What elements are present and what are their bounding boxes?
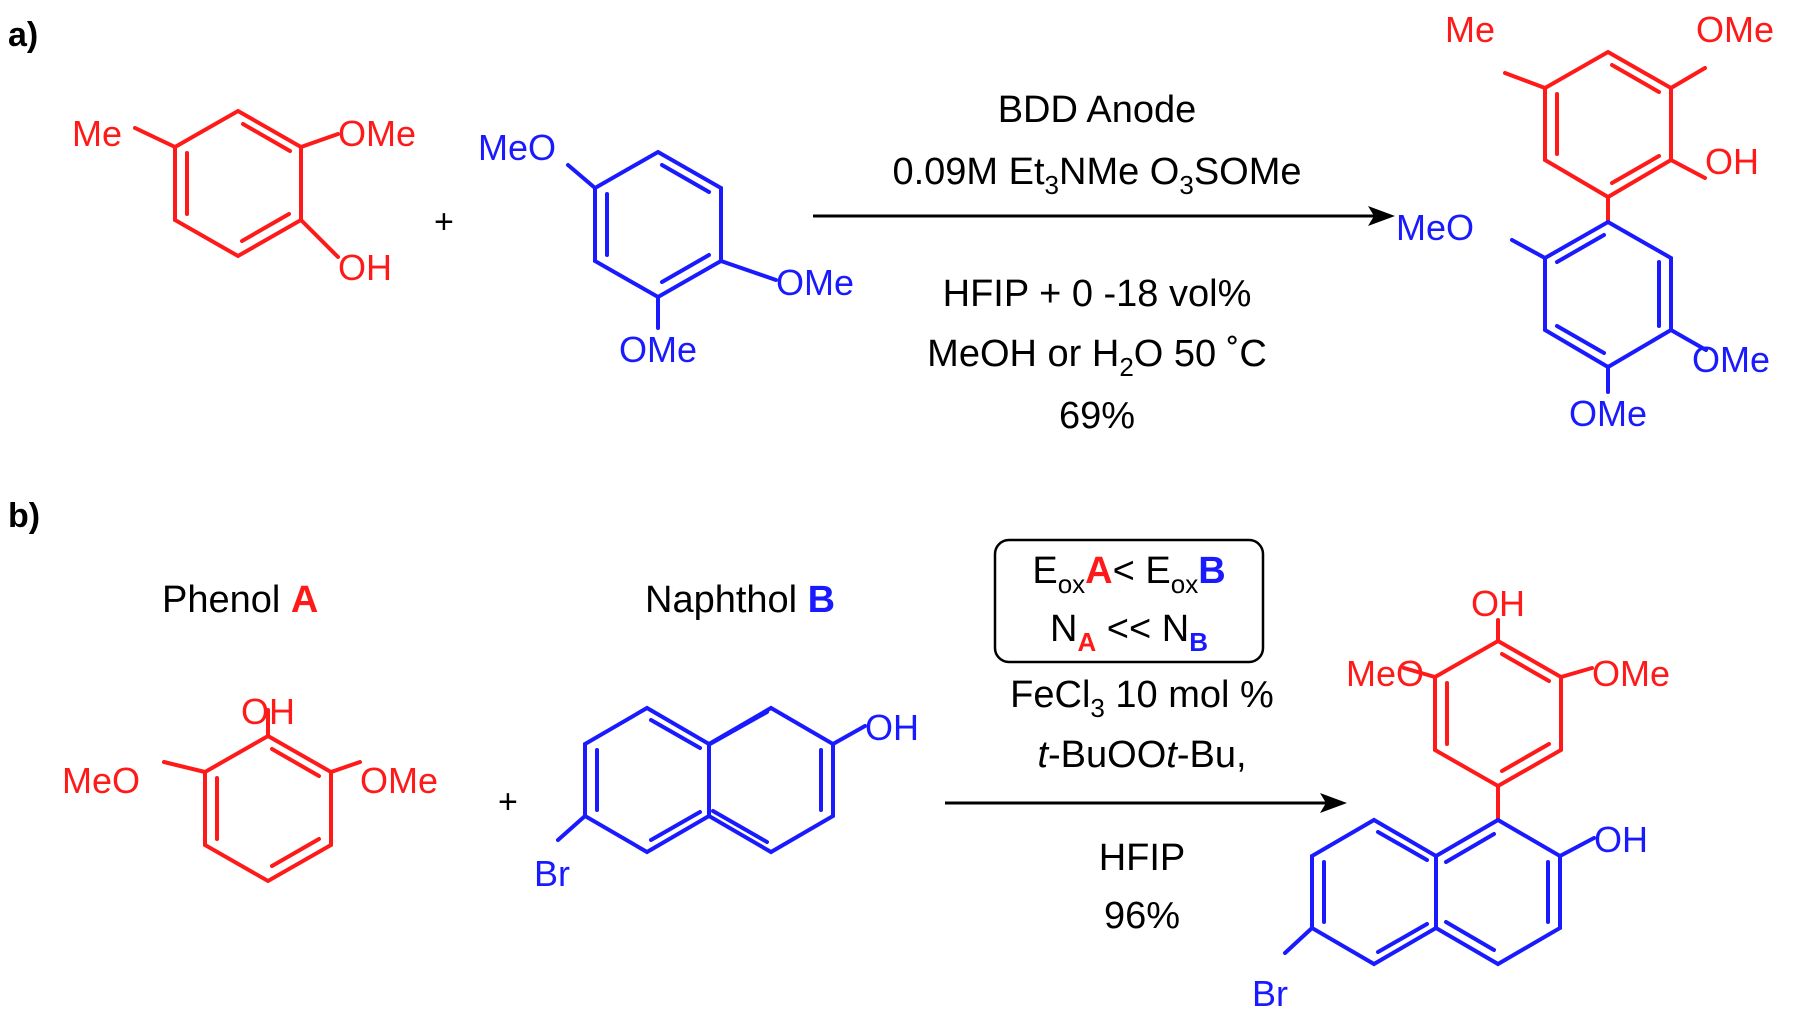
plus-b: + bbox=[498, 783, 518, 821]
product-a-ome-right: OMe bbox=[1692, 339, 1770, 380]
conditions-b-yield: 96% bbox=[1104, 895, 1180, 937]
product-b-oh: OH bbox=[1594, 819, 1648, 860]
reactant-a2-meo: MeO bbox=[478, 127, 556, 168]
product-b-ome: OMe bbox=[1592, 653, 1670, 694]
reactant-a1-me: Me bbox=[72, 113, 122, 154]
reactant-a1-oh: OH bbox=[338, 247, 392, 288]
product-b-structure bbox=[1283, 618, 1596, 967]
reaction-arrow-a bbox=[813, 206, 1395, 226]
reactant-a1-structure bbox=[133, 108, 340, 259]
product-a-meo: MeO bbox=[1396, 207, 1474, 248]
reactant-a1-ome: OMe bbox=[338, 113, 416, 154]
phenol-a-caption: Phenol A bbox=[162, 579, 318, 621]
conditions-a-line3: HFIP + 0 -18 vol% bbox=[943, 273, 1252, 315]
product-b-br: Br bbox=[1252, 973, 1288, 1014]
conditions-b-line3: HFIP bbox=[1099, 837, 1186, 879]
panel-b-label: b) bbox=[8, 497, 40, 535]
naphthol-b-structure bbox=[556, 705, 867, 855]
conditions-b-line2: t-BuOOt-Bu, bbox=[1037, 734, 1246, 776]
nucleophilicity-comparison: NA << NB bbox=[1050, 608, 1208, 657]
plus-a: + bbox=[434, 203, 454, 241]
reactant-a2-ome1: OMe bbox=[776, 262, 854, 303]
conditions-a-line1: BDD Anode bbox=[998, 89, 1197, 131]
product-b-meo: MeO bbox=[1346, 653, 1424, 694]
conditions-a-line2: 0.09M Et3NMe O3SOMe bbox=[892, 151, 1301, 200]
product-a-structure bbox=[1503, 49, 1708, 394]
phenol-a-ome: OMe bbox=[360, 760, 438, 801]
phenol-a-meo: MeO bbox=[62, 760, 140, 801]
selectivity-box bbox=[993, 538, 1265, 664]
product-a-ome-bottom: OMe bbox=[1569, 393, 1647, 434]
conditions-a-yield: 69% bbox=[1059, 395, 1135, 437]
reactant-a2-structure bbox=[566, 149, 778, 330]
panel-a-label: a) bbox=[8, 16, 38, 54]
product-a-oh: OH bbox=[1705, 141, 1759, 182]
naphthol-b-br: Br bbox=[534, 853, 570, 894]
oxidation-potential-comparison: EoxA< EoxB bbox=[1032, 550, 1225, 599]
conditions-b-line1: FeCl3 10 mol % bbox=[1010, 674, 1274, 723]
reactant-a2-ome2: OMe bbox=[619, 329, 697, 370]
product-b-oh-top: OH bbox=[1471, 583, 1525, 624]
phenol-a-oh: OH bbox=[241, 691, 295, 732]
phenol-a-structure bbox=[162, 708, 362, 884]
reaction-arrow-b bbox=[945, 793, 1347, 813]
naphthol-b-caption: Naphthol B bbox=[645, 579, 835, 621]
naphthol-b-oh: OH bbox=[865, 707, 919, 748]
conditions-a-line4: MeOH or H2O 50 ˚C bbox=[927, 333, 1267, 382]
product-a-me: Me bbox=[1445, 9, 1495, 50]
product-a-ome-top: OMe bbox=[1696, 9, 1774, 50]
